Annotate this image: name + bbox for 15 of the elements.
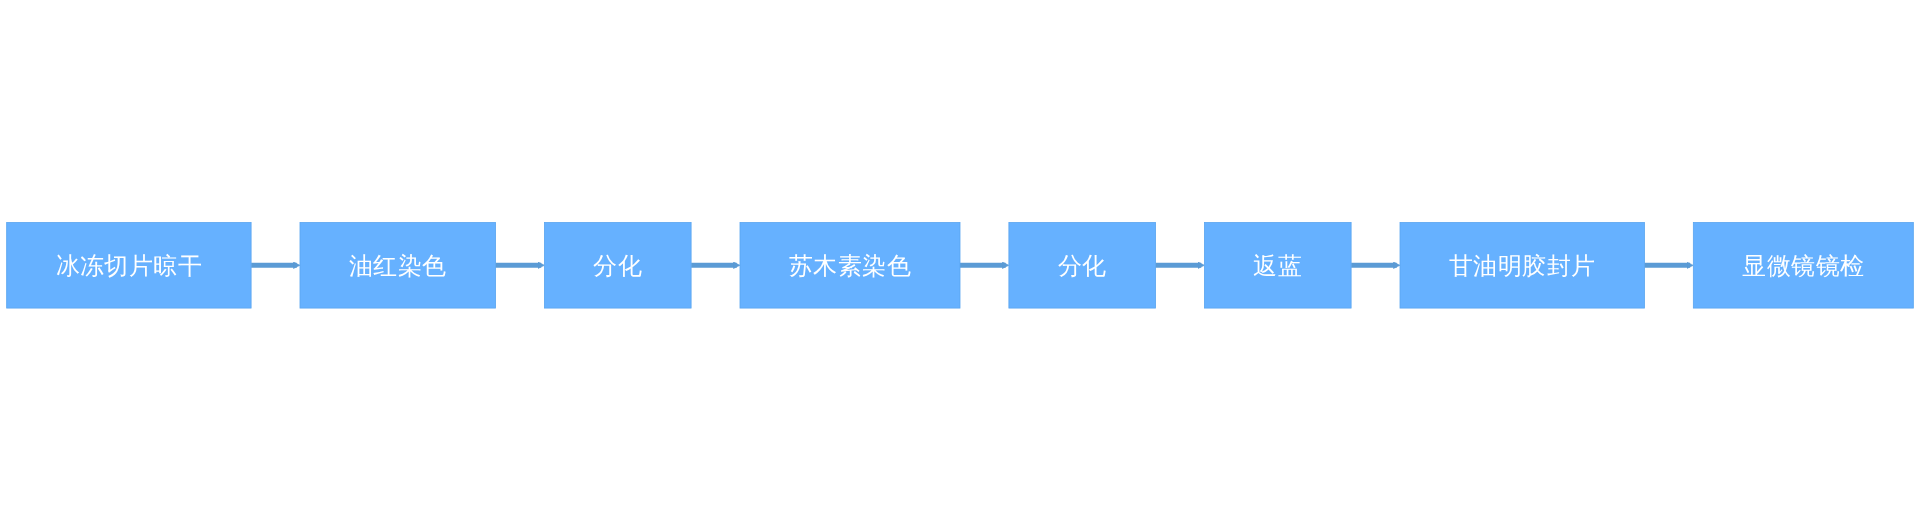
arrow [960, 261, 1010, 269]
node-box: 苏木素染色 [739, 221, 961, 309]
arrow [1351, 261, 1401, 269]
arrow [691, 261, 741, 269]
arrow [1644, 261, 1694, 269]
arrow [251, 261, 301, 269]
arrow [1155, 261, 1205, 269]
node-box: 油红染色 [299, 221, 496, 309]
node-box: 显微镜镜检 [1692, 221, 1914, 309]
arrow [495, 261, 545, 269]
node-box: 冰冻切片晾干 [6, 221, 252, 309]
node-box: 甘油明胶封片 [1399, 221, 1645, 309]
node-box: 分化 [544, 221, 692, 309]
node-box: 返蓝 [1204, 221, 1352, 309]
node-box: 分化 [1008, 221, 1156, 309]
